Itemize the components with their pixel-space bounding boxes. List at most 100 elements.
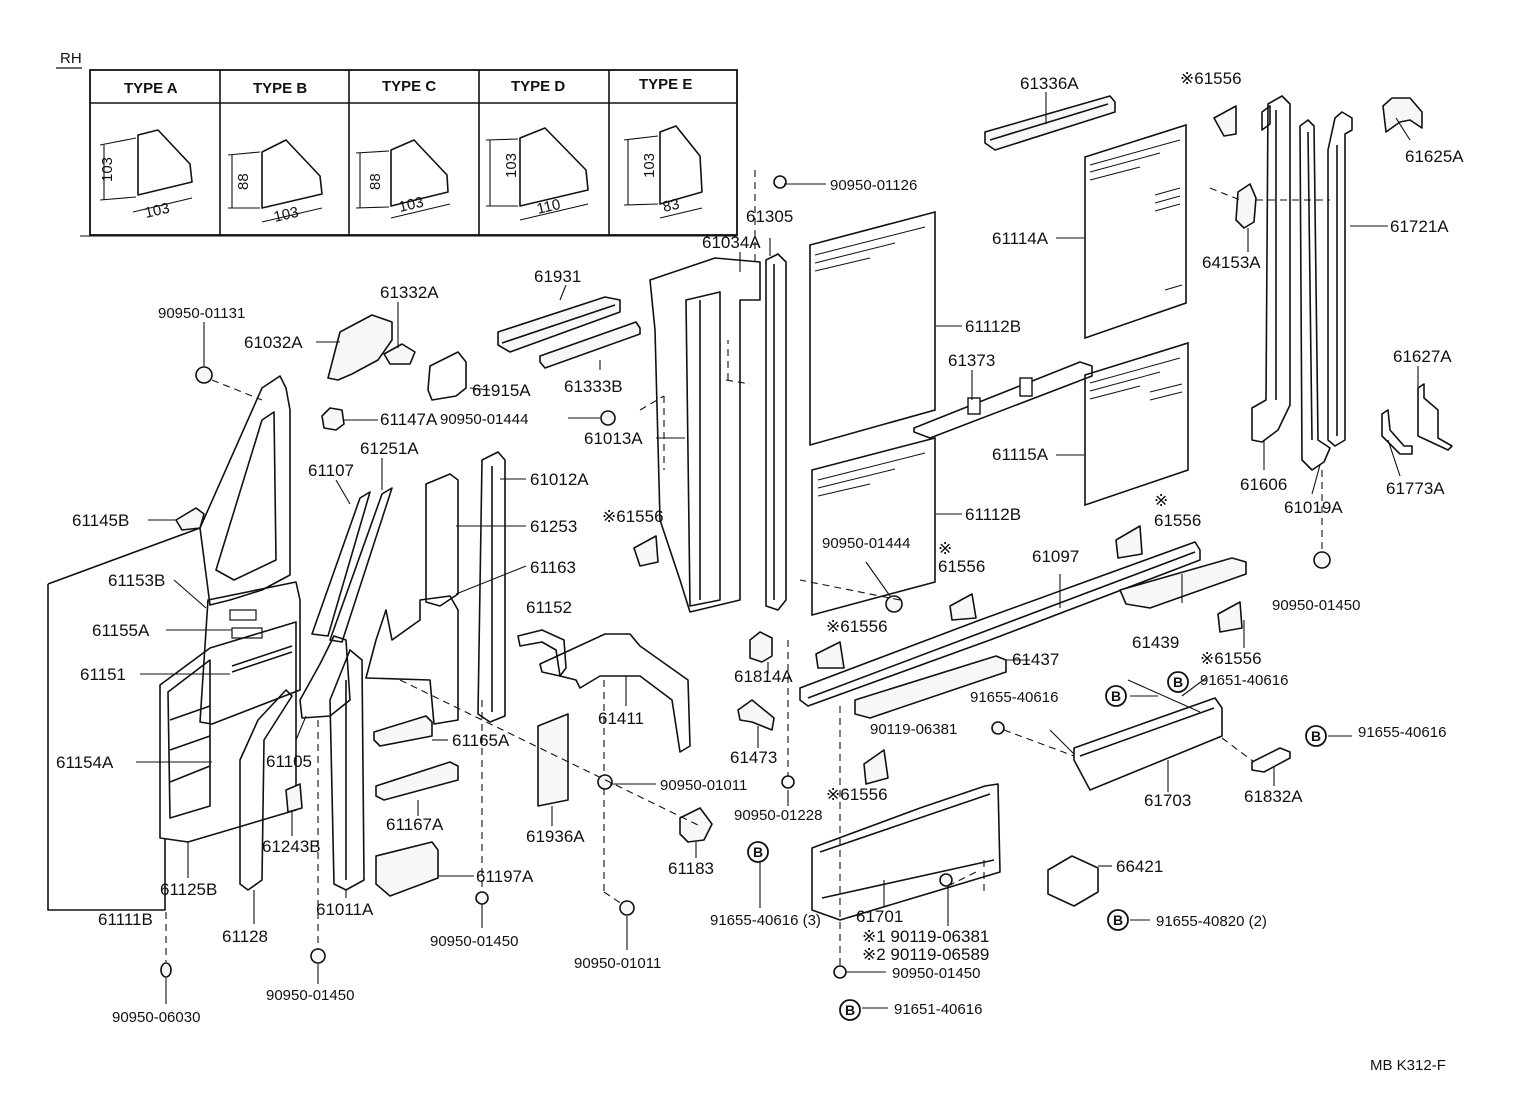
side-label: RH — [60, 50, 82, 67]
diagram-code: MB K312-F — [1370, 1057, 1446, 1074]
label-61145B: 61145B — [72, 511, 129, 530]
label-61012A: 61012A — [530, 470, 589, 489]
part-61627A — [1417, 383, 1453, 451]
part-61105 — [299, 635, 351, 719]
part-61373 — [913, 361, 1093, 439]
b-mark-3: B — [1311, 728, 1321, 744]
label-61107: 61107 — [308, 461, 354, 480]
type-d-header: TYPE D — [511, 78, 565, 95]
part-61011A — [329, 649, 365, 891]
type-e-width: 83 — [661, 196, 681, 216]
label-90950-01228: 90950-01228 — [734, 807, 822, 824]
part-61251A — [329, 487, 393, 643]
clip-90950-01011-a — [597, 774, 613, 790]
type-c-width: 103 — [397, 194, 425, 216]
part-61701 — [811, 783, 1001, 921]
type-b-shape: 88 103 — [227, 139, 323, 226]
type-a-height: 103 — [99, 157, 116, 182]
type-c-shape: 88 103 — [355, 139, 451, 219]
label-90950-01450-c: 90950-01450 — [266, 987, 354, 1004]
type-e-height: 103 — [641, 153, 658, 178]
label-61152: 61152 — [526, 598, 572, 617]
part-61305 — [765, 253, 787, 611]
label-61128: 61128 — [222, 927, 268, 946]
part-61556-c — [1115, 525, 1143, 559]
label-90950-06030: 90950-06030 — [112, 1009, 200, 1026]
label-61627A: 61627A — [1393, 347, 1452, 366]
label-61721A: 61721A — [1390, 217, 1449, 236]
part-61253 — [425, 473, 459, 607]
part-61332A — [383, 343, 416, 365]
label-61814A: 61814A — [734, 667, 793, 686]
label-61336A: 61336A — [1020, 74, 1079, 93]
label-90950-01450-b: 90950-01450 — [430, 933, 518, 950]
label-61151: 61151 — [80, 665, 126, 684]
label-61773A: 61773A — [1386, 479, 1445, 498]
part-61333B — [539, 321, 641, 369]
label-91655-40616-b: 91655-40616 — [1358, 724, 1446, 741]
label-61097: 61097 — [1032, 547, 1079, 566]
label-61251A: 61251A — [360, 439, 419, 458]
label-61019A: 61019A — [1284, 498, 1343, 517]
part-61411 — [539, 633, 691, 753]
clip-90950-01450-c — [310, 948, 326, 964]
label-61915A: 61915A — [472, 381, 531, 400]
label-61936A: 61936A — [526, 827, 585, 846]
clip-90950-01126 — [773, 175, 787, 189]
part-61936A — [537, 713, 569, 807]
type-a-shape: 103 103 — [99, 129, 193, 222]
clip-90950-01228 — [781, 775, 795, 789]
label-91651-40616-a: 91651-40616 — [1200, 672, 1288, 689]
clip-90950-06030 — [160, 962, 172, 978]
part-61197A — [375, 841, 439, 897]
label-61606: 61606 — [1240, 475, 1287, 494]
label-61473: 61473 — [730, 748, 777, 767]
label-61167A: 61167A — [386, 815, 444, 834]
label-66421: 66421 — [1116, 857, 1163, 876]
type-b-width: 103 — [272, 204, 300, 226]
b-mark-5: B — [1113, 912, 1123, 928]
part-61556-e — [815, 641, 845, 669]
label-61411: 61411 — [598, 709, 644, 728]
glass-61112B-lower — [811, 436, 936, 617]
part-61556-g — [863, 749, 889, 785]
label-61105: 61105 — [266, 752, 312, 771]
part-61034A — [649, 257, 761, 613]
label-61701: 61701 — [856, 907, 903, 926]
part-61721A — [1327, 111, 1353, 447]
part-61931 — [497, 296, 621, 353]
label-61154A: 61154A — [56, 753, 114, 772]
screw-90119-06381-b — [939, 873, 953, 887]
label-61931: 61931 — [534, 267, 581, 286]
part-61556-f — [1217, 601, 1243, 633]
label-61556-top: ※61556 — [1180, 69, 1242, 88]
label-90950-01011-a: 90950-01011 — [660, 777, 747, 794]
label-91655-40820-2: 91655-40820 (2) — [1156, 913, 1267, 930]
label-90950-01011-b: 90950-01011 — [574, 955, 661, 972]
part-61097 — [799, 541, 1201, 707]
part-61832A — [1251, 747, 1291, 773]
label-61147A: 61147A — [380, 410, 438, 429]
part-64153A — [1235, 183, 1257, 229]
type-a-width: 103 — [143, 200, 171, 222]
leader-lines — [136, 92, 1419, 1009]
label-61111B: 61111B — [98, 910, 153, 929]
label-61556-b: ※61556 — [602, 507, 664, 526]
label-61703: 61703 — [1144, 791, 1191, 810]
glass-61115A — [1084, 341, 1189, 507]
glass-61112B-upper — [809, 210, 936, 447]
label-61556-d-mark: ※ — [938, 539, 952, 558]
part-61145B — [175, 507, 205, 531]
label-91651-40616-b: 91651-40616 — [894, 1001, 982, 1018]
type-a-header: TYPE A — [124, 80, 178, 97]
label-61155A: 61155A — [92, 621, 150, 640]
label-61373: 61373 — [948, 351, 995, 370]
label-61125B: 61125B — [160, 880, 217, 899]
glass-61114A — [1084, 123, 1187, 340]
clip-90950-01450-b — [475, 891, 489, 905]
label-90950-01450-d: 90950-01450 — [892, 965, 980, 982]
screw-90119-06381-a — [991, 721, 1005, 735]
label-61556-g: ※61556 — [826, 785, 888, 804]
part-61556-b — [633, 535, 659, 567]
